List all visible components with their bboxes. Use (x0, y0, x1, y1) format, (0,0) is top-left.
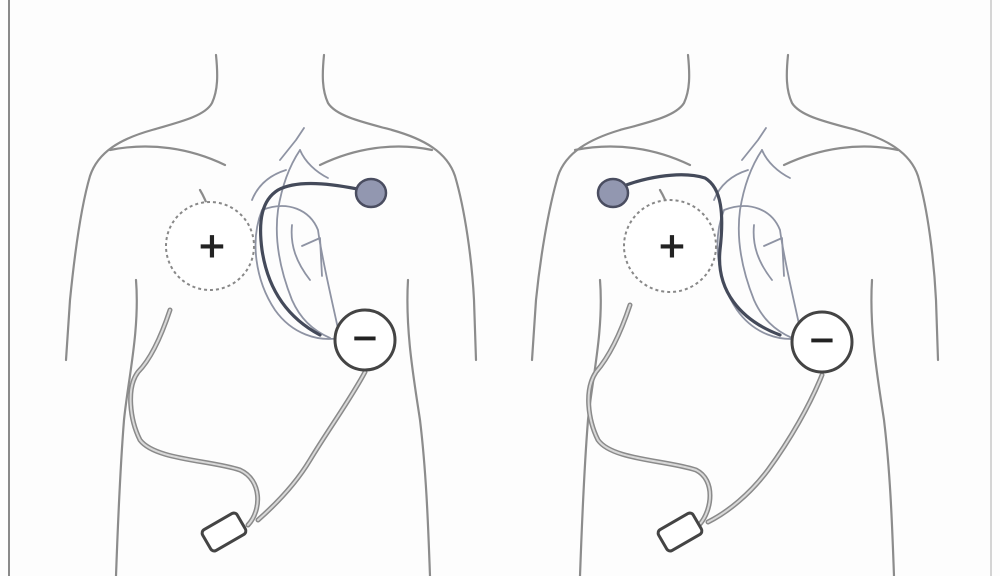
torso-outline-left-right-side (323, 55, 476, 360)
torso-figure-right (532, 55, 938, 576)
cable-right (589, 305, 822, 524)
cable-inner-left (131, 310, 258, 525)
clavicle-right-right (784, 146, 898, 165)
connector-plug-left (201, 512, 248, 553)
torso-figure-left (66, 55, 476, 576)
clavicle-left (110, 146, 225, 165)
torso-flank-right-right (871, 280, 894, 576)
heart-outline-right (718, 206, 802, 339)
pacemaker-device-left (356, 179, 386, 207)
vein-branch-left-3 (302, 238, 322, 276)
clavicle-right-left (575, 146, 690, 165)
heart-inner-right (754, 225, 772, 280)
torso-flank-right-left (580, 280, 601, 576)
cable-left (131, 310, 365, 525)
heart-vessels-left (252, 128, 340, 339)
positive-symbol-right: + (657, 226, 687, 267)
pacemaker-device-right (598, 179, 628, 207)
cable-inner-right-negative (708, 375, 822, 522)
cable-outer-left (131, 310, 258, 525)
cable-inner-left-negative (258, 372, 365, 520)
vein-branch-left-4 (280, 128, 304, 160)
vein-main-right (739, 150, 792, 338)
cable-inner-right (589, 305, 710, 524)
heart-inner-left (292, 225, 310, 280)
negative-symbol-left: − (351, 318, 380, 358)
negative-symbol-right: − (808, 320, 837, 360)
positive-symbol-left: + (197, 226, 227, 267)
torso-flank-right (407, 280, 430, 576)
cable-outer-right-negative (708, 375, 822, 522)
vein-branch-right-3 (764, 238, 784, 276)
cable-outer-right (589, 305, 710, 524)
connector-plug-right (657, 512, 704, 553)
vein-branch-right-4 (742, 128, 766, 160)
heart-vessels-right (714, 128, 802, 339)
cable-outer-left-negative (258, 372, 365, 520)
clavicle-right (320, 146, 432, 165)
vein-main-left (277, 150, 330, 338)
